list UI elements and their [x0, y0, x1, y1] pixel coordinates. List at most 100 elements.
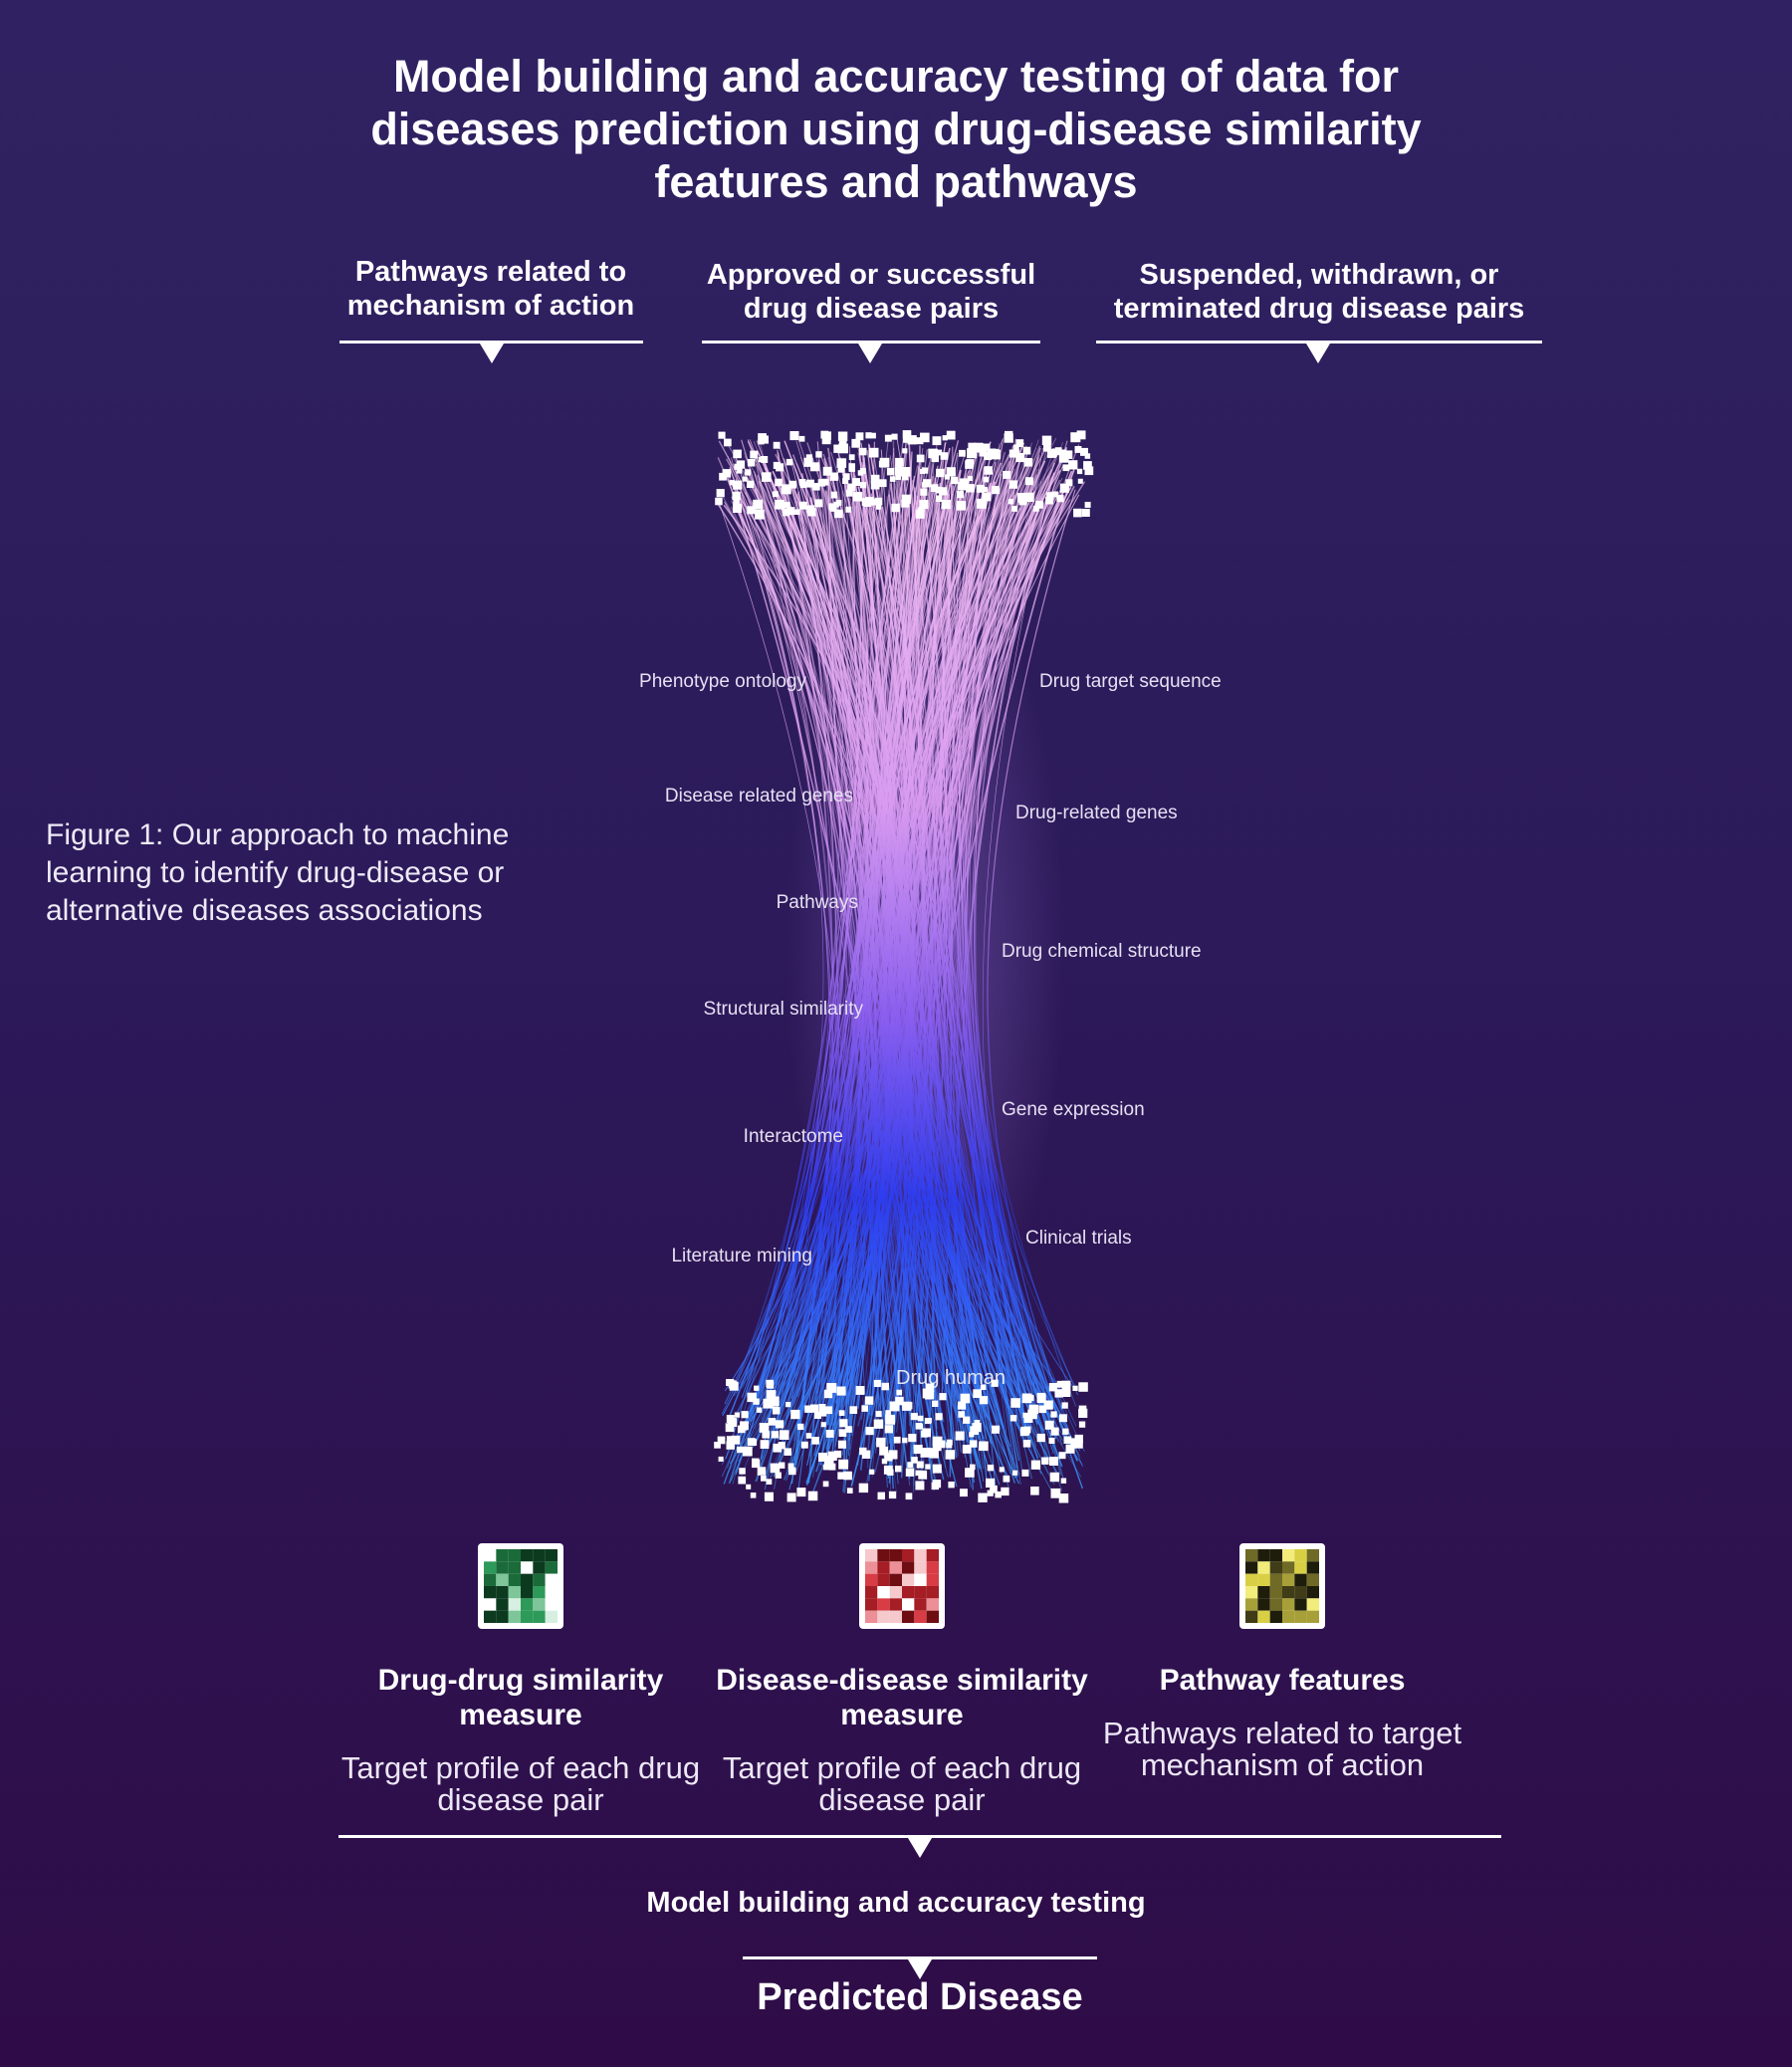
network-edge — [846, 483, 916, 1387]
network-node — [902, 430, 912, 439]
network-node — [873, 1419, 884, 1429]
network-node — [1011, 506, 1017, 512]
network-node — [718, 431, 726, 439]
network-node — [925, 1464, 931, 1470]
network-node — [803, 457, 813, 467]
network-node — [1080, 447, 1088, 456]
network-edge — [854, 505, 1028, 1391]
network-node — [818, 1453, 827, 1462]
matrix-cell — [914, 1586, 927, 1599]
predicted-rule — [743, 1956, 1097, 1959]
network-node — [987, 1490, 994, 1496]
model-building-label: Model building and accuracy testing — [646, 1887, 1146, 1919]
matrix-cell — [926, 1549, 939, 1562]
header-approved-arrow — [858, 344, 882, 363]
network-edge — [809, 496, 992, 1444]
matrix-cell — [1282, 1610, 1295, 1623]
network-node — [907, 435, 917, 445]
network-node — [733, 504, 742, 513]
network-edge — [777, 452, 834, 1404]
network-node — [928, 448, 938, 459]
network-node — [742, 476, 748, 482]
network-node — [923, 479, 932, 488]
network-node — [743, 1446, 753, 1457]
matrix-cell — [1282, 1549, 1295, 1562]
feature-label-literature-mining: Literature mining — [671, 1246, 812, 1266]
network-node — [1083, 461, 1092, 470]
network-edge — [735, 447, 867, 1416]
network-node — [891, 503, 900, 513]
matrix-cell — [877, 1561, 890, 1574]
network-node — [1045, 496, 1053, 505]
network-node — [734, 463, 741, 470]
matrix-cell — [914, 1549, 927, 1562]
measure-description: Target profile of each drug disease pair — [722, 1750, 1082, 1817]
network-node — [977, 498, 987, 509]
network-node — [806, 505, 815, 514]
network-node — [818, 1408, 827, 1417]
network-node — [1036, 1392, 1046, 1402]
network-node — [775, 480, 782, 486]
network-node — [945, 1450, 956, 1460]
matrix-cell — [865, 1549, 878, 1562]
network-node — [1076, 468, 1083, 475]
network-node — [797, 1423, 804, 1431]
network-node — [1030, 1460, 1041, 1470]
network-node — [861, 1450, 871, 1459]
feature-label-drug-related-genes: Drug-related genes — [1015, 803, 1178, 823]
network-node — [973, 1389, 982, 1398]
network-edge — [940, 505, 1068, 1423]
network-node — [737, 1446, 744, 1454]
network-node — [920, 1448, 931, 1458]
network-node — [754, 1385, 760, 1391]
network-node — [1001, 1487, 1009, 1496]
header-suspended-rule — [1096, 341, 1542, 344]
network-node — [1050, 1411, 1057, 1418]
matrix-cell — [1245, 1610, 1258, 1623]
network-edge — [860, 442, 915, 1479]
network-node — [1062, 1389, 1071, 1397]
network-node — [805, 1433, 812, 1439]
matrix-cell — [1294, 1610, 1307, 1623]
network-node — [750, 1439, 758, 1446]
network-node — [762, 472, 772, 482]
network-node — [786, 1493, 796, 1502]
matrix-cell — [914, 1598, 927, 1611]
figure-caption: Figure 1: Our approach to machine learni… — [46, 818, 510, 927]
network-node — [931, 454, 939, 463]
matrix-cell — [545, 1549, 558, 1562]
network-node — [807, 1491, 818, 1501]
network-edge — [971, 475, 1038, 1447]
network-node — [885, 1410, 891, 1416]
matrix-cell — [1306, 1610, 1319, 1623]
matrix-cell — [1282, 1586, 1295, 1599]
network-node — [1077, 478, 1083, 484]
network-node — [1061, 1402, 1068, 1409]
network-node — [1059, 483, 1069, 493]
network-node — [852, 478, 860, 486]
network-edge — [741, 439, 1039, 1478]
network-edge — [766, 493, 925, 1412]
matrix-cell — [1257, 1561, 1270, 1574]
feature-label-disease-related-genes: Disease related genes — [664, 786, 853, 806]
network-node — [970, 1440, 978, 1448]
network-node — [813, 1411, 821, 1419]
network-node — [991, 486, 1001, 495]
network-edge — [963, 442, 1045, 1406]
matrix-cell — [889, 1598, 902, 1611]
network-node — [932, 1400, 939, 1407]
network-edge — [743, 466, 982, 1400]
network-node — [902, 1437, 908, 1444]
network-node — [1015, 453, 1025, 463]
network-node — [767, 1381, 775, 1389]
network-node — [874, 497, 883, 506]
network-node — [881, 1458, 888, 1465]
network-node — [999, 1467, 1005, 1473]
network-node — [1032, 505, 1039, 512]
network-node — [1058, 1493, 1069, 1503]
network-node — [869, 1469, 875, 1475]
network-node — [733, 501, 740, 508]
network-node — [920, 432, 930, 443]
network-node — [901, 499, 910, 508]
network-node — [1022, 446, 1031, 455]
